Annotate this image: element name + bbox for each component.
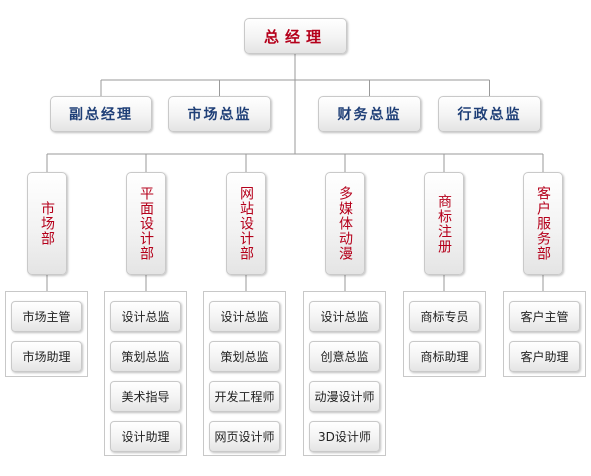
role-item: 客户助理 [509,341,580,372]
department-box-2-label: 网站设计部 [238,186,254,261]
role-item-label: 设计助理 [121,430,170,444]
role-item: 客户主管 [509,301,580,332]
general-manager-box: 总经理 [244,18,347,54]
role-item-label: 设计总监 [121,310,170,324]
role-item: 创意总监 [309,341,380,372]
executive-box-0-label: 副总经理 [69,107,133,123]
executive-box-0: 副总经理 [50,96,152,132]
department-box-1: 平面设计部 [126,172,166,275]
role-item-label: 客户助理 [520,350,569,364]
role-item-label: 市场助理 [22,350,71,364]
department-box-5: 客户服务部 [523,172,563,275]
role-item: 动漫设计师 [309,381,380,412]
role-item-label: 客户主管 [520,310,569,324]
general-manager-label: 总经理 [263,27,327,46]
role-item-label: 网页设计师 [214,430,275,444]
executive-box-2-label: 财务总监 [337,107,402,123]
executive-box-3: 行政总监 [438,96,541,132]
department-box-2: 网站设计部 [226,172,266,275]
role-item: 商标助理 [409,341,480,372]
role-item: 设计总监 [209,301,280,332]
role-item-label: 3D设计师 [318,430,371,444]
department-box-3: 多媒体动漫 [325,172,365,275]
role-item: 美术指导 [110,381,181,412]
role-item: 市场助理 [11,341,82,372]
role-item-label: 美术指导 [121,390,170,404]
role-item-label: 开发工程师 [214,390,275,404]
role-item: 开发工程师 [209,381,280,412]
role-item-label: 创意总监 [320,350,369,364]
role-item: 设计助理 [110,421,181,452]
role-item: 策划总监 [110,341,181,372]
role-item-label: 设计总监 [320,310,369,324]
role-item: 设计总监 [309,301,380,332]
executive-box-1: 市场总监 [168,96,271,132]
department-box-0-label: 市场部 [39,201,55,246]
role-item-label: 市场主管 [22,310,71,324]
role-item: 网页设计师 [209,421,280,452]
role-item: 设计总监 [110,301,181,332]
role-item-label: 动漫设计师 [314,390,375,404]
department-box-1-label: 平面设计部 [138,186,154,261]
role-item-label: 策划总监 [121,350,170,364]
executive-box-3-label: 行政总监 [457,107,522,123]
department-box-0: 市场部 [27,172,67,275]
role-item-label: 商标专员 [420,310,469,324]
department-box-5-label: 客户服务部 [535,186,551,261]
executive-box-1-label: 市场总监 [187,107,252,123]
role-item-label: 商标助理 [420,350,469,364]
executive-box-2: 财务总监 [318,96,421,132]
department-box-4-label: 商标注册 [436,193,452,254]
role-item-label: 策划总监 [220,350,269,364]
department-box-4: 商标注册 [424,172,464,275]
role-item: 商标专员 [409,301,480,332]
department-box-3-label: 多媒体动漫 [337,186,353,261]
role-item: 策划总监 [209,341,280,372]
role-item: 市场主管 [11,301,82,332]
role-item-label: 设计总监 [220,310,269,324]
role-item: 3D设计师 [309,421,380,452]
